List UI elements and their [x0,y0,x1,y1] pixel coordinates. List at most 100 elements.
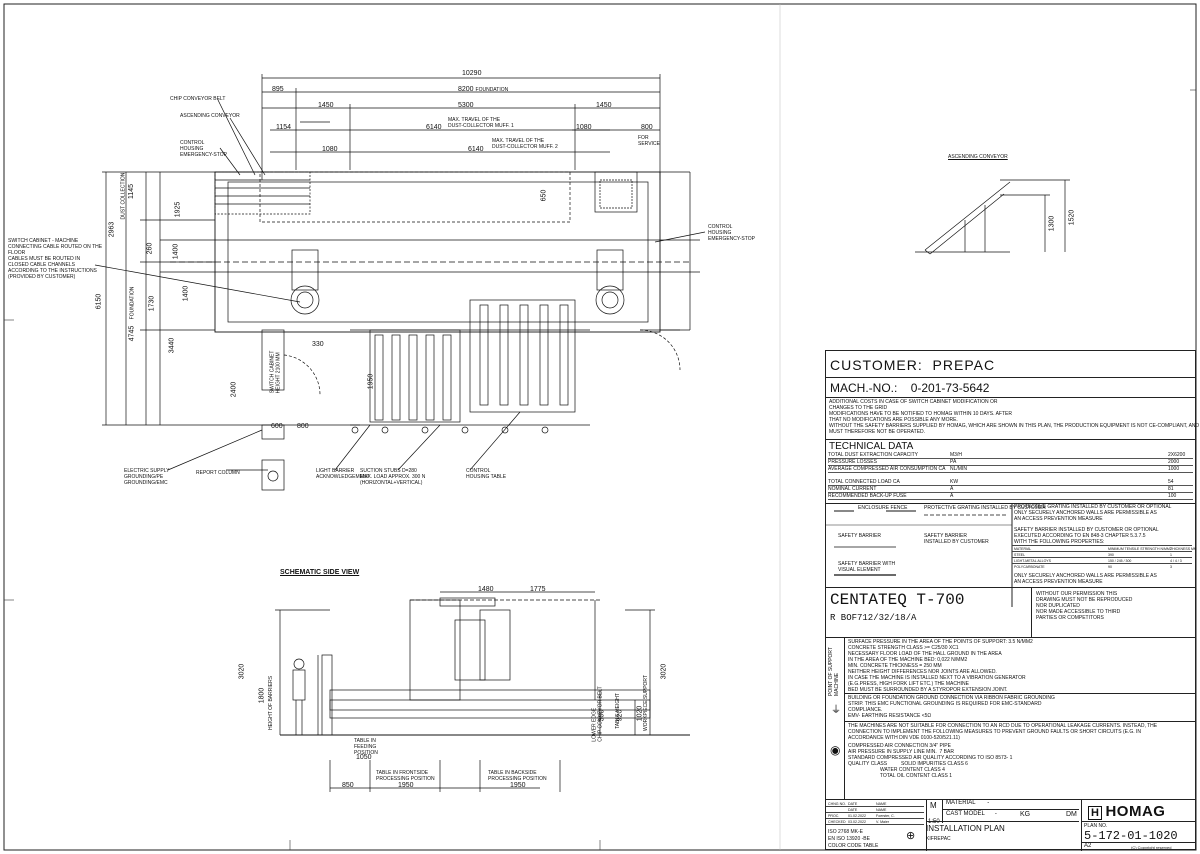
report-column-label: REPORT COLUMN [196,470,240,476]
tech-data-label: RECOMMENDED BACK-UP FUSE [828,493,907,499]
electric-supply-label: ELECTRIC SUPPLY GROUNDING/PE GROUNDING/E… [124,468,170,486]
copyright: (C) Copyright reserved [1131,845,1172,850]
dim-6140a: 6140 [426,124,442,131]
tech-data-row: PRESSURE LOSSES PA 2000 [828,459,1193,466]
revision-cell: DATE [848,808,858,812]
tech-data-value: 1000 [1168,466,1180,472]
switch-cabinet-height-label: SWITCH CABINET HEIGHT 2100 MM [269,350,282,394]
dim-5300: 5300 [458,102,474,109]
dim-v260: 260 [146,242,154,255]
mach-no: 0-201-73-5642 [910,381,990,395]
mach-label: MACH.-NO.: [830,381,898,395]
safety-barrier-label: SAFETY BARRIER [838,533,881,539]
tech-data-value: 2000 [1168,459,1180,465]
material-value: - [987,800,990,806]
legend-symbols [826,503,1013,607]
dim-v1145: 1145 [128,183,136,200]
dim-v1730: 1730 [148,295,156,312]
dim-1020: 1020 [636,705,644,722]
revision-cell: DATE [848,802,858,806]
ascending-conveyor-inset [915,179,1070,255]
dim-300: 300 [598,709,606,722]
rcd-notes: THE MACHINES ARE NOT SUITABLE FOR CONNEC… [848,723,1158,741]
dim-dust-label: DUST COLLECTION [120,172,127,220]
tech-data-value: 100 [1168,493,1177,499]
tech-data-label: PRESSURE LOSSES [828,459,877,465]
dim-330: 330 [312,341,324,348]
material-cell: 390 [1108,553,1114,557]
for-service-label: FOR SERVICE [638,135,660,147]
material-cell: 4 / 4 / 3 [1170,559,1182,563]
cast-row: CAST MODEL - [946,811,997,818]
muff2-label: MAX. TRAVEL OF THE DUST-COLLECTOR MUFF. … [492,138,558,150]
dim-1800: 1800 [258,687,266,704]
dim-3020a: 3020 [238,663,246,680]
kifrepac: KIFREPAC [926,836,951,842]
customer-label: CUSTOMER: [830,357,923,373]
dim-total: 10290 [462,70,482,77]
dim-1775: 1775 [530,586,546,593]
material-cell: STEEL [1014,553,1026,557]
ascending-inset-title: ASCENDING CONVEYOR [948,154,1008,160]
material-cell: 90 [1108,565,1112,569]
dim-1520: 1520 [1068,209,1076,226]
tech-data-unit: PA [950,459,957,465]
homag-logo-text: HOMAG [1105,803,1166,820]
control-estop-top-label: CONTROL HOUSING EMERGENCY-STOP [180,140,227,158]
tech-data-unit: NL/MIN [950,466,967,472]
safety-visual-label: SAFETY BARRIER WITH VISUAL ELEMENT [838,561,896,573]
side-view [275,591,690,792]
console-bars [369,299,576,423]
revision-cell: V. Maier [876,820,890,824]
ascending-conveyor-label: ASCENDING CONVEYOR [180,113,240,119]
dim-v4745: 4745 [128,325,136,342]
protective-grating-note: PROTECTIVE GRATING INSTALLED BY CUSTOMER… [1014,504,1172,522]
dim-v1950: 1950 [367,373,375,390]
tech-data-value: 81 [1168,486,1174,492]
revision-cell: NAME [876,808,887,812]
dim-800: 800 [641,124,653,131]
revision-cell: NAME [876,802,887,806]
cast-label: CAST MODEL [946,811,985,817]
general-notes: ADDITIONAL COSTS IN CASE OF SWITCH CABIN… [829,399,1200,435]
dim-600: 600 [271,423,283,430]
muff1-label: MAX. TRAVEL OF THE DUST-COLLECTOR MUFF. … [448,117,514,129]
tech-data-value: 2X6200 [1168,452,1186,458]
revision-cell: CHECKED [828,820,846,824]
dim-foundation-v: FOUNDATION [129,286,136,320]
air-notes: COMPRESSED AIR CONNECTION 3/4" PIPE AIR … [848,743,1013,779]
tech-data-label: TOTAL CONNECTED LOAD CA [828,479,900,485]
tech-data-row: TOTAL CONNECTED LOAD CA KW 54 [828,479,1193,486]
scale-value: 1:50 [928,819,940,825]
dim-1154: 1154 [276,124,292,131]
tech-data-unit: KW [950,479,959,485]
dim-800b: 800 [297,423,309,430]
dim-foundation-value: 8200 [458,86,474,93]
tech-data-unit: A [950,486,954,492]
height-barriers-label: HEIGHT OF BARRIERS [268,675,275,731]
switch-cabinet-label: SWITCH CABINET - MACHINE CONNECTING CABL… [8,238,103,280]
dim-1080b: 1080 [576,124,592,131]
customer-row: CUSTOMER: PREPAC [830,357,995,373]
iso2: EN ISO 13920 -BE [828,836,870,842]
dim-1950b: 1950 [510,782,526,789]
dim-1950a: 1950 [398,782,414,789]
walls-note: ONLY SECURELY ANCHORED WALLS ARE PERMISS… [1014,573,1157,585]
revision-cell: PROC. [828,814,840,818]
permission-note: WITHOUT OUR PERMISSION THIS DRAWING MUST… [1036,591,1133,621]
table-feeding-label: TABLE IN FEEDING POSITION [354,738,378,756]
tech-data-title: TECHNICAL DATA [829,441,914,452]
tech-data-value: 54 [1168,479,1174,485]
iso1: ISO 2768 MK-E [828,829,864,835]
dim-1300: 1300 [1048,215,1056,232]
dim-895: 895 [272,86,284,93]
color-code: COLOR CODE TABLE [828,843,879,849]
